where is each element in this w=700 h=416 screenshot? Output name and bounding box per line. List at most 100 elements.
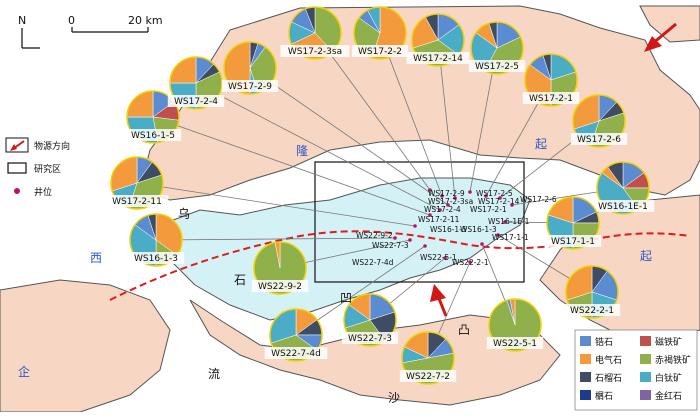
pie-label: WS22-5-1 (493, 339, 537, 349)
north-arrow: N (18, 14, 40, 49)
region-label: 流 (208, 367, 220, 381)
pie-outline (565, 265, 619, 319)
well-label: WS17-1-1 (492, 233, 529, 242)
well-dot (413, 224, 417, 228)
pie-chart: WS17-2-9 (221, 41, 279, 95)
well-label: WS22-7-4d (352, 258, 394, 267)
mineral-swatch (640, 372, 651, 382)
region-label: 隆 (296, 143, 308, 158)
pie-chart: WS22-9-2 (251, 241, 309, 295)
pie-chart: WS16-1-3 (127, 213, 185, 267)
pie-outline (288, 6, 342, 60)
pie-chart: WS17-2-6 (570, 94, 628, 148)
pie-chart: WS22-7-2 (399, 331, 457, 385)
pie-outline (269, 308, 323, 362)
well-dot (496, 233, 500, 237)
pie-outline (572, 94, 626, 148)
pie-label: WS17-2-2 (358, 47, 402, 57)
well-label: WS17-2-4 (424, 205, 461, 214)
pie-label: WS17-2-1 (529, 94, 573, 104)
well-dot (428, 188, 432, 192)
pie-chart: WS17-2-1 (522, 53, 580, 107)
well-label: WS22-9-2 (356, 231, 393, 240)
pie-chart: WS17-2-5 (468, 21, 526, 75)
well-dot (428, 213, 432, 217)
north-label: N (18, 14, 26, 27)
pie-chart: WS17-1-1 (544, 196, 602, 250)
mineral-label: 金红石 (655, 390, 682, 402)
mineral-legend: 锆石磁铁矿电气石赤褐铁矿石榴石白钛矿榍石金红石 (574, 329, 698, 411)
pie-label-bg (570, 133, 628, 145)
well-label: WS17-2-1 (470, 205, 507, 214)
pie-outline (253, 241, 307, 295)
pie-label-bg (522, 92, 580, 104)
pie-outline (129, 213, 183, 267)
pie-chart: WS17-2-4 (167, 56, 225, 110)
well-label: WS16-1-3 (460, 225, 497, 234)
pie-label: WS17-2-11 (112, 197, 162, 207)
pie-label: WS17-2-5 (475, 62, 519, 72)
pie-label-bg (351, 45, 409, 57)
pie-label-bg (486, 337, 544, 349)
pie-label-bg (591, 200, 655, 212)
connector-line (195, 82, 441, 211)
well-dot (468, 190, 472, 194)
legend-label: 物源方向 (34, 140, 70, 152)
scale-zero-label: 0 (68, 14, 75, 27)
pie-label-bg (127, 252, 185, 264)
mineral-swatch (580, 390, 591, 400)
well-label: WS22-2-1 (452, 258, 489, 267)
pie-label: WS17-2-4 (174, 97, 218, 107)
well-dot (446, 203, 450, 207)
pie-label: WS22-7-4d (271, 349, 321, 359)
pie-chart: WS22-5-1 (486, 298, 544, 352)
well-label: WS17-2-9 (428, 189, 465, 198)
pie-label-bg (468, 60, 526, 72)
pie-label-bg (264, 347, 328, 359)
pie-label: WS17-1-1 (551, 237, 595, 247)
well-dot (480, 242, 484, 246)
map-legend: 物源方向 研究区 井位 (5, 137, 70, 198)
pie-outline (524, 53, 578, 107)
region-label: 石 (234, 273, 246, 287)
pie-label: WS17-2-14 (413, 54, 463, 64)
pie-label: WS22-7-2 (406, 372, 450, 382)
pie-outline (596, 161, 650, 215)
pie-outline (546, 196, 600, 250)
region-label: 沙 (388, 391, 400, 405)
pie-label-bg (406, 52, 470, 64)
pie-outline (223, 41, 277, 95)
scale-bar: 0 20 km (68, 14, 163, 33)
pie-label: WS17-2-9 (228, 82, 272, 92)
mineral-swatch (640, 336, 651, 346)
pie-chart: WS22-7-4d (264, 308, 328, 362)
pie-chart: WS16-1E-1 (591, 161, 655, 215)
mineral-label: 白钛矿 (655, 372, 682, 384)
well-dot (453, 196, 457, 200)
pie-label: WS22-2-1 (570, 306, 614, 316)
well-dot (484, 194, 488, 198)
pie-label-bg (221, 80, 279, 92)
mineral-swatch (580, 336, 591, 346)
pie-outline (343, 293, 397, 347)
well-dot (510, 203, 514, 207)
well-label: WS17-2-14 (478, 197, 520, 206)
connector-line (155, 237, 396, 241)
well-label: WS17-2-6 (520, 195, 557, 204)
well-dot (503, 220, 507, 224)
pie-label-bg (341, 332, 399, 344)
red-dashed-boundary (109, 230, 691, 301)
region-label: 企 (18, 364, 30, 379)
arrow-legend-icon (5, 137, 29, 153)
pie-chart: WS22-2-1 (563, 265, 621, 319)
well-label: WS17-2-3sa (428, 197, 473, 206)
pie-label-bg (251, 280, 309, 292)
uplift-area-small (639, 5, 700, 43)
pie-outline (411, 13, 465, 67)
region-label: 起 (535, 137, 547, 151)
connector-line (136, 182, 416, 227)
pie-outline (126, 90, 180, 144)
pie-label-bg (124, 129, 182, 141)
region-label: 凸 (458, 323, 470, 337)
